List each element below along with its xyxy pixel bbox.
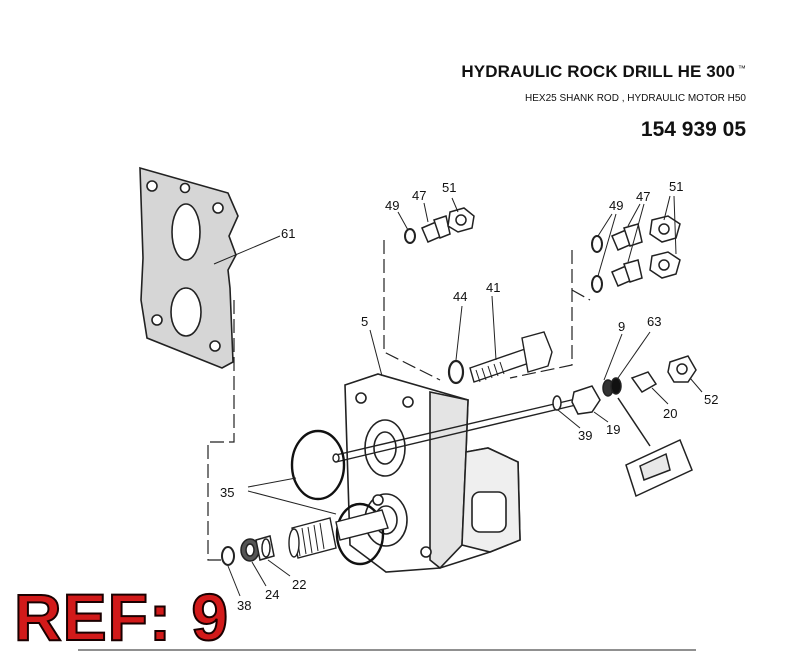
callout-9: 9 bbox=[618, 319, 625, 334]
fitting-group-right-upper bbox=[591, 215, 681, 253]
leader-lines bbox=[213, 195, 703, 597]
detail-inset bbox=[617, 397, 693, 498]
motor-housing bbox=[344, 373, 521, 573]
callout-5: 5 bbox=[361, 314, 368, 329]
long-tie-rod bbox=[332, 397, 581, 463]
drawing-title-text: HYDRAULIC ROCK DRILL HE 300 bbox=[461, 62, 735, 81]
callout-38: 38 bbox=[237, 598, 251, 613]
callout-44: 44 bbox=[453, 289, 467, 304]
callout-labels: 61 49 47 51 49 47 51 44 41 5 9 63 20 52 … bbox=[220, 179, 718, 613]
callout-49-left: 49 bbox=[385, 198, 399, 213]
callout-41: 41 bbox=[486, 280, 500, 295]
ref-label: REF: 9 bbox=[13, 580, 230, 654]
callout-51-left: 51 bbox=[442, 180, 456, 195]
gasket-plate bbox=[139, 166, 239, 369]
callout-39: 39 bbox=[578, 428, 592, 443]
o-ring-medium bbox=[335, 502, 385, 566]
bolt-41 bbox=[469, 331, 553, 383]
part-number: 154 939 05 bbox=[640, 118, 746, 141]
seal-parts bbox=[221, 535, 275, 566]
callout-63: 63 bbox=[647, 314, 661, 329]
callout-20: 20 bbox=[663, 406, 677, 421]
callout-24: 24 bbox=[265, 587, 279, 602]
callout-35: 35 bbox=[220, 485, 234, 500]
callout-61: 61 bbox=[281, 226, 295, 241]
fitting-group-right-lower bbox=[591, 251, 681, 293]
splined-shaft bbox=[288, 509, 389, 559]
fitting-group-rod-end bbox=[552, 355, 697, 415]
fitting-group-left bbox=[404, 207, 475, 244]
callout-51-right: 51 bbox=[669, 179, 683, 194]
callout-49-right: 49 bbox=[609, 198, 623, 213]
drawing-subtitle: HEX25 SHANK ROD , HYDRAULIC MOTOR H50 bbox=[525, 93, 746, 104]
o-ring-large bbox=[290, 429, 346, 501]
callout-47-left: 47 bbox=[412, 188, 426, 203]
callout-19: 19 bbox=[606, 422, 620, 437]
callout-47-right: 47 bbox=[636, 189, 650, 204]
trademark-symbol: ™ bbox=[737, 64, 746, 73]
callout-52: 52 bbox=[704, 392, 718, 407]
callout-22: 22 bbox=[292, 577, 306, 592]
alignment-lines bbox=[207, 240, 591, 561]
washer-44 bbox=[447, 359, 465, 385]
